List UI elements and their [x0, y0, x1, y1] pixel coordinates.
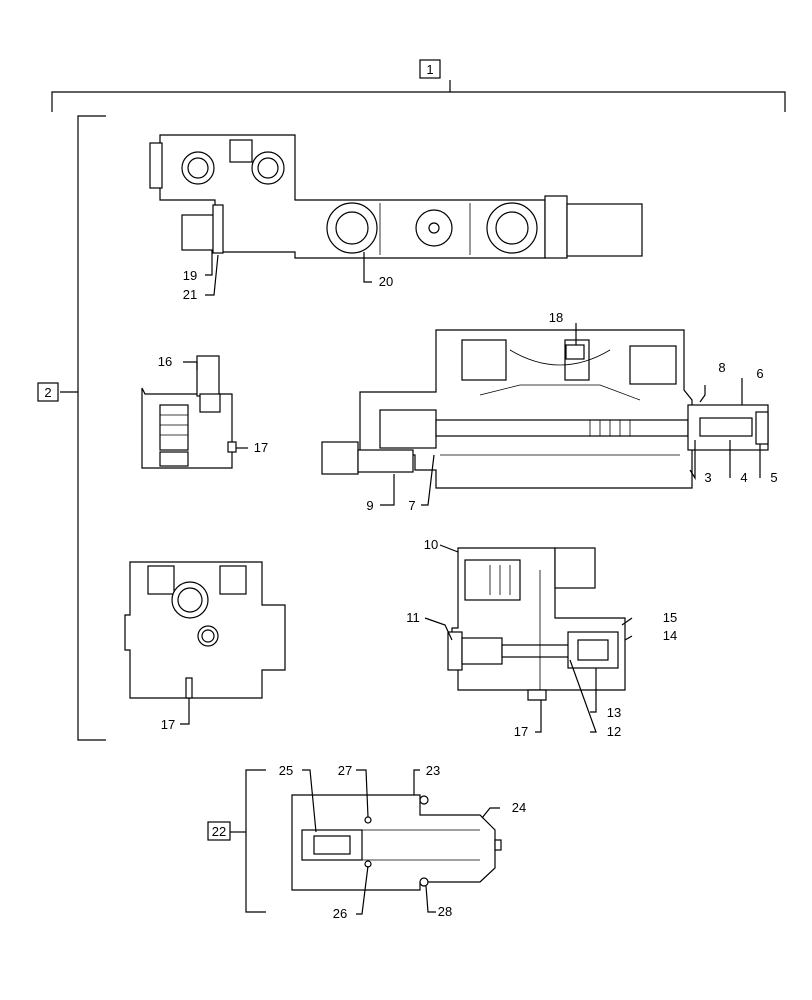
callout-22: 22 [212, 824, 226, 839]
callout-15: 15 [663, 610, 677, 625]
callout-20: 20 [379, 274, 393, 289]
callout-19: 19 [183, 268, 197, 283]
spool-section [321, 329, 769, 489]
callout-2: 2 [44, 385, 51, 400]
callout-13: 13 [607, 705, 621, 720]
callout-26: 26 [333, 906, 347, 921]
callout-18: 18 [549, 310, 563, 325]
relief-valve-section [141, 355, 237, 469]
callout-1: 1 [426, 62, 433, 77]
cartridge-assembly [291, 794, 502, 891]
callout-10: 10 [424, 537, 438, 552]
callout-11: 11 [406, 610, 420, 625]
inlet-section [447, 547, 626, 701]
callout-23: 23 [426, 763, 440, 778]
callout-9: 9 [366, 498, 373, 513]
callout-5: 5 [770, 470, 777, 485]
callout-21: 21 [183, 287, 197, 302]
callout-17a: 17 [254, 440, 268, 455]
callout-24: 24 [512, 800, 526, 815]
kit-bracket-22: 22 [207, 769, 266, 913]
callout-17b: 17 [161, 717, 175, 732]
callout-17c: 17 [514, 724, 528, 739]
callout-14: 14 [663, 628, 677, 643]
callout-3: 3 [704, 470, 711, 485]
callout-16: 16 [158, 354, 172, 369]
callout-7: 7 [408, 498, 415, 513]
end-cover [124, 561, 286, 699]
assembly-bracket-2: 2 [37, 115, 106, 741]
callout-28: 28 [438, 904, 452, 919]
callout-4: 4 [740, 470, 747, 485]
assembly-bracket-1: 1 [51, 59, 786, 112]
callout-8: 8 [718, 360, 725, 375]
callout-27: 27 [338, 763, 352, 778]
callout-25: 25 [279, 763, 293, 778]
callout-6: 6 [756, 366, 763, 381]
valve-body-top [149, 134, 643, 259]
callout-12: 12 [607, 724, 621, 739]
